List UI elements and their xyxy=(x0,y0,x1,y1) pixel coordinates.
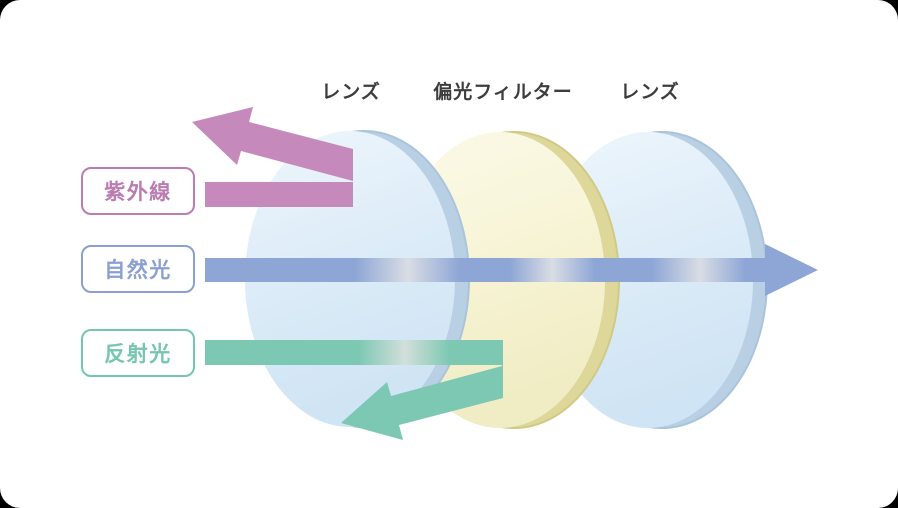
reflected-light-bar xyxy=(205,340,503,365)
natural-light-label-box: 自然光 xyxy=(81,245,195,293)
natural-light-beam xyxy=(205,258,765,282)
label-lens-right: レンズ xyxy=(620,81,680,103)
natural-light-arrowhead xyxy=(765,244,818,296)
uv-ray-label: 紫外線 xyxy=(104,180,172,204)
uv-ray-bar xyxy=(205,182,353,207)
label-lens-left: レンズ xyxy=(321,81,381,103)
label-polarizing-filter: 偏光フィルター xyxy=(433,81,573,103)
uv-ray-reflect-arrow xyxy=(192,107,353,181)
reflected-light-label: 反射光 xyxy=(104,342,172,366)
reflected-light-deflect-arrow xyxy=(341,340,503,440)
natural-light-label: 自然光 xyxy=(104,258,172,282)
uv-ray-label-box: 紫外線 xyxy=(81,167,195,215)
reflected-light-label-box: 反射光 xyxy=(81,329,195,377)
